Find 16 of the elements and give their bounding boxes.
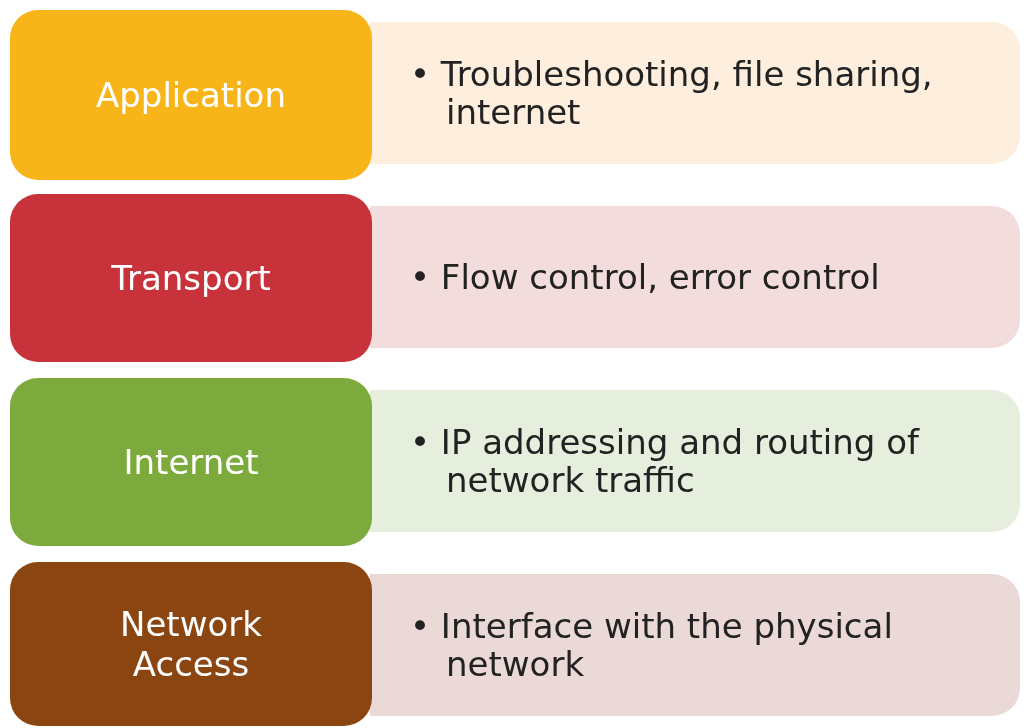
layer-name: Application [96,75,286,115]
description-box [370,390,1020,532]
bullet-text: • Troubleshooting, file sharing, internet [410,54,934,132]
layer-name: Transport [111,258,271,298]
layer-box [10,562,372,726]
bullet-text: • Flow control, error control [410,257,880,297]
layer-name: Network Access [119,604,263,684]
description-box [370,22,1020,164]
bullet-text: • IP addressing and routing of network traffic [410,422,921,500]
description-box [370,206,1020,348]
layer-box [10,10,372,180]
bullet-text: • Interface with the physical network [410,606,894,684]
description-box [370,574,1020,716]
layer-box [10,194,372,362]
layer-box [10,378,372,546]
layer-name: Internet [123,442,259,482]
